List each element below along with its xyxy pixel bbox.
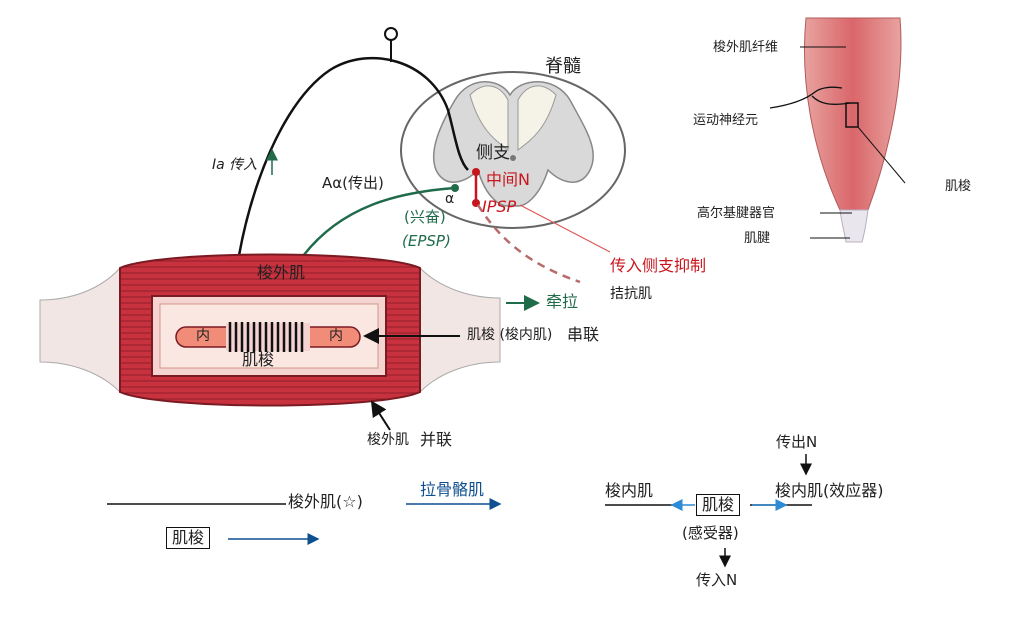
efferent-n-note: 传出N [776, 433, 818, 451]
receptor-note: (感受器) [682, 524, 739, 542]
spindle-box-right: 肌梭 [696, 494, 741, 516]
antagonist-dashed [476, 204, 581, 284]
collateral-inhibition-label: 传入侧支抑制 [610, 256, 707, 275]
extrafusal-parallel-label: 梭外肌 [367, 432, 409, 448]
ia-afferent-fiber [230, 56, 469, 329]
intrafusal-left-note: 梭内肌 [605, 481, 654, 500]
lateral-branch-label: 侧支 [476, 143, 510, 163]
ipsp-label: IPSP [482, 197, 517, 216]
spindle-label: 肌梭 [242, 350, 275, 369]
spinal-cord-label: 脊髓 [545, 56, 581, 77]
inset-muscle [693, 15, 988, 245]
epsp-label: (EPSP) [402, 232, 451, 250]
stretch-label: 牵拉 [546, 292, 579, 311]
parallel-label: 并联 [420, 430, 453, 449]
extrafusal-label: 梭外肌 [257, 263, 306, 282]
series-label: 串联 [567, 325, 600, 344]
a-alpha-efferent-fiber [298, 186, 456, 261]
excitation-label: (兴奋) [404, 208, 446, 226]
interneuron-label: 中间N [486, 170, 530, 189]
intrafusal-left-label: 内 [196, 328, 210, 344]
extrafusal-star-note: 梭外肌(☆) [288, 492, 363, 511]
a-alpha-efferent-label: Aα(传出) [322, 174, 384, 192]
inset-spindle-label: 肌梭 [945, 179, 972, 194]
inset-golgi-label: 高尔基腱器官 [697, 206, 776, 221]
intrafusal-right-label: 内 [329, 328, 343, 344]
inset-motor-neuron-label: 运动神经元 [693, 113, 759, 128]
inset-tendon-label: 肌腱 [744, 231, 771, 246]
intrafusal-spindle [175, 322, 361, 352]
afferent-n-note: 传入N [696, 571, 738, 589]
pull-skeletal-note: 拉骨骼肌 [420, 480, 485, 499]
intrafusal-effector-note: 梭内肌(效应器) [775, 481, 884, 500]
alpha-label: α [445, 191, 455, 207]
spindle-box-left: 肌梭 [166, 527, 211, 549]
antagonist-label: 拮抗肌 [610, 286, 652, 302]
ia-afferent-label: Ia 传入 [212, 157, 258, 173]
inset-fiber-label: 梭外肌纤维 [713, 40, 779, 55]
stimulus-electrode [384, 27, 398, 41]
spindle-series-label: 肌梭 (梭内肌) [467, 327, 553, 343]
